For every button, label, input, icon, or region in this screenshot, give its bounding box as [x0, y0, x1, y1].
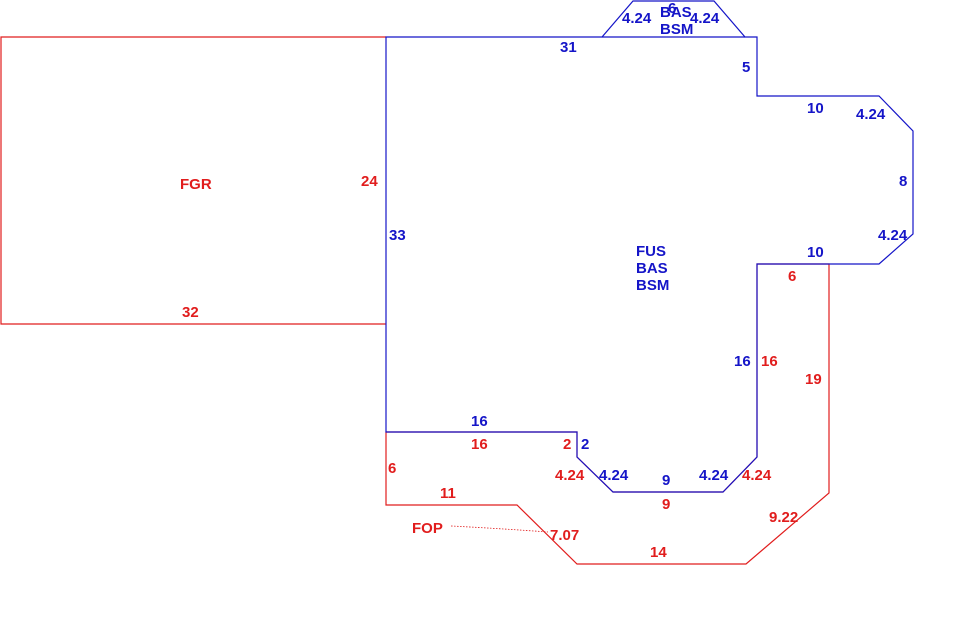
porch-dim-lower-left: 11 [440, 485, 456, 502]
bay-label-bas: BAS [660, 4, 692, 21]
porch-dim-south: 14 [650, 544, 667, 561]
porch-outline [385, 263, 830, 565]
main-dim-north: 31 [560, 39, 577, 56]
porch-dim-step: 2 [563, 436, 571, 453]
porch-dim-east: 19 [805, 371, 822, 388]
porch-dim-chamfer-left: 4.24 [555, 467, 585, 484]
porch-dim-diagonal-left: 7.07 [550, 527, 579, 544]
main-dim-step-east: 5 [742, 59, 750, 76]
garage-dim-south: 32 [182, 304, 199, 321]
main-dim-chamfer-se: 4.24 [878, 227, 908, 244]
porch-label: FOP [412, 520, 443, 537]
main-dim-bottom-mid: 9 [662, 472, 670, 489]
main-dim-west: 33 [389, 227, 406, 244]
porch-dim-top-left: 16 [471, 436, 488, 453]
main-dim-inner-east: 16 [734, 353, 751, 370]
main-label-bsm: BSM [636, 277, 669, 294]
porch-dim-inner-bottom: 9 [662, 496, 670, 513]
main-dim-bottom-left: 16 [471, 413, 488, 430]
main-dim-chamfer-ne: 4.24 [856, 106, 886, 123]
main-house-outline [385, 0, 914, 493]
main-dim-east: 8 [899, 173, 907, 190]
bay-dim-top: 6 [668, 0, 676, 17]
main-label-fus: FUS [636, 243, 666, 260]
garage-outline [0, 36, 386, 325]
main-label-bas: BAS [636, 260, 668, 277]
porch-dim-diagonal-right: 9.22 [769, 509, 798, 526]
main-dim-bottom-step: 2 [581, 436, 589, 453]
garage-dim-east: 24 [361, 173, 378, 190]
porch-leader-line [450, 525, 549, 533]
main-dim-bay-left: 4.24 [622, 10, 652, 27]
bay-label-bsm: BSM [660, 21, 693, 38]
main-dim-bay-right: 4.24 [690, 10, 720, 27]
main-dim-chamfer-br: 4.24 [699, 467, 729, 484]
main-dim-lower-run: 10 [807, 244, 824, 261]
main-dim-chamfer-bl: 4.24 [599, 467, 629, 484]
main-dim-upper-run: 10 [807, 100, 824, 117]
porch-dim-west: 6 [388, 460, 396, 477]
porch-dim-inner-west: 16 [761, 353, 778, 370]
porch-dim-chamfer-right: 4.24 [742, 467, 772, 484]
porch-dim-top-run: 6 [788, 268, 796, 285]
garage-label: FGR [180, 176, 212, 193]
